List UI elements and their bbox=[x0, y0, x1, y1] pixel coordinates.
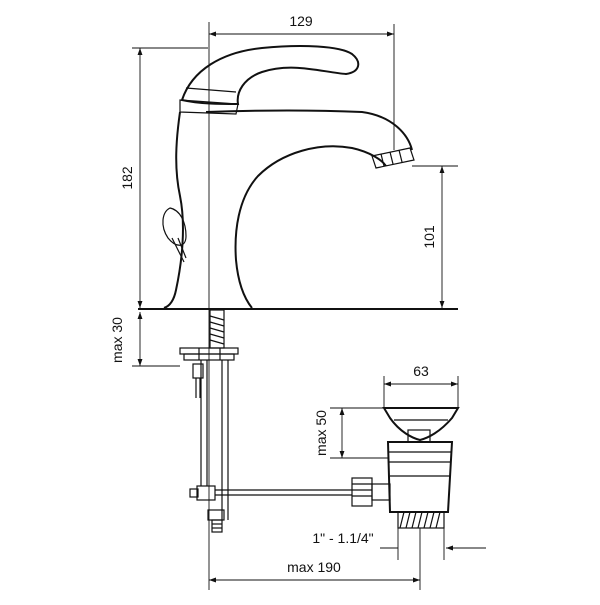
label-129: 129 bbox=[289, 13, 313, 29]
label-101: 101 bbox=[421, 225, 437, 249]
label-63: 63 bbox=[413, 363, 429, 379]
dim-101 bbox=[412, 165, 458, 308]
label-thread: 1" - 1.1/4" bbox=[312, 530, 373, 546]
label-182: 182 bbox=[119, 166, 135, 190]
faucet-outline bbox=[162, 45, 415, 309]
dim-max190 bbox=[209, 528, 421, 590]
dim-182 bbox=[132, 47, 208, 308]
label-max190: max 190 bbox=[287, 559, 341, 575]
dim-129 bbox=[209, 24, 395, 150]
dim-63 bbox=[383, 376, 459, 408]
dim-max50 bbox=[330, 407, 388, 459]
mounting-assembly bbox=[179, 309, 352, 533]
dim-thread bbox=[380, 528, 486, 560]
label-max30: max 30 bbox=[109, 317, 125, 363]
dim-max30 bbox=[132, 312, 180, 367]
waste-assembly bbox=[351, 407, 460, 529]
label-max50: max 50 bbox=[313, 410, 329, 456]
